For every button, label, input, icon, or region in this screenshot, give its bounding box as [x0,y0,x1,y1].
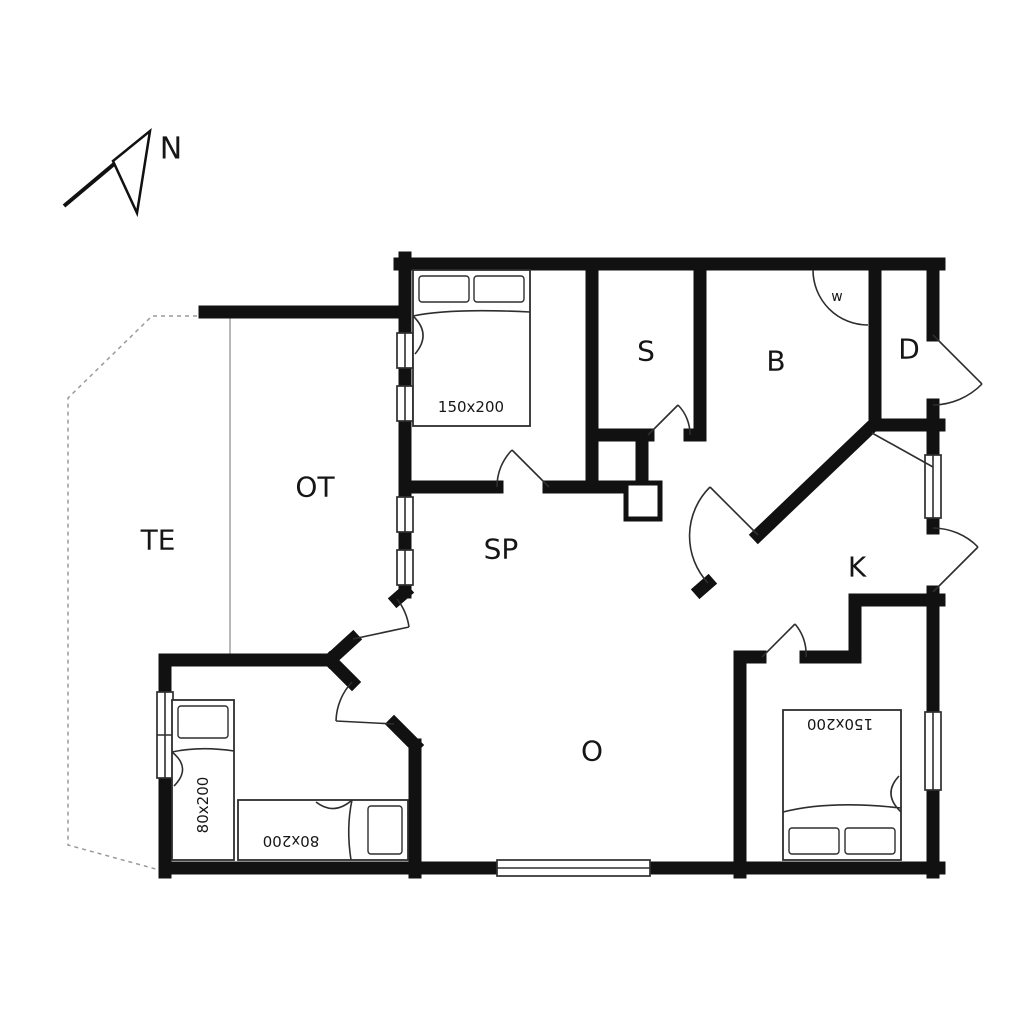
north-arrow: N [62,127,182,218]
window [396,332,414,369]
bed-double-top: 150x200 [412,269,531,427]
door-terrace-passage [352,598,410,640]
window [496,859,651,877]
bed-single-bottom: 80x200 [237,799,409,861]
bed-size-label: 80x200 [263,832,320,850]
bed-size-label: 80x200 [194,777,212,834]
door-bathroom [688,486,759,584]
room-label-o: O [581,735,603,768]
north-arrow-head [111,127,152,218]
walls [158,251,946,879]
bed-single-left: 80x200 [171,699,235,861]
bed-size-label: 150x200 [807,715,873,733]
window [396,385,414,422]
shower-label: w [831,289,842,305]
window [156,691,174,779]
door-entrance-top [932,334,983,406]
door-entrance-kitchen [932,527,979,593]
door-top-bedroom [496,449,550,488]
door-right-bedroom [761,623,807,658]
window [396,549,414,586]
room-label-te: TE [140,524,176,557]
terrace-outline [67,315,231,872]
bed-size-label: 150x200 [438,398,504,416]
window [924,711,942,791]
door-left-bedroom [335,681,395,725]
bed-double-right: 150x200 [782,709,902,861]
room-label-s: S [637,335,655,368]
windows [156,332,942,877]
room-label-k: K [848,551,867,584]
shower-arc [812,269,869,326]
room-label-sp: SP [484,533,519,566]
room-label-b: B [766,345,785,378]
terrace-boundary [67,315,205,872]
window [924,454,942,519]
north-label: N [160,132,182,167]
window [396,496,414,533]
door-storage-room [647,404,691,436]
chimney [623,480,663,522]
corner-cabinet-line [871,432,934,468]
doors [335,334,983,725]
room-label-ot: OT [295,471,335,504]
shower-corner: w [812,269,869,326]
room-label-d: D [898,333,920,366]
